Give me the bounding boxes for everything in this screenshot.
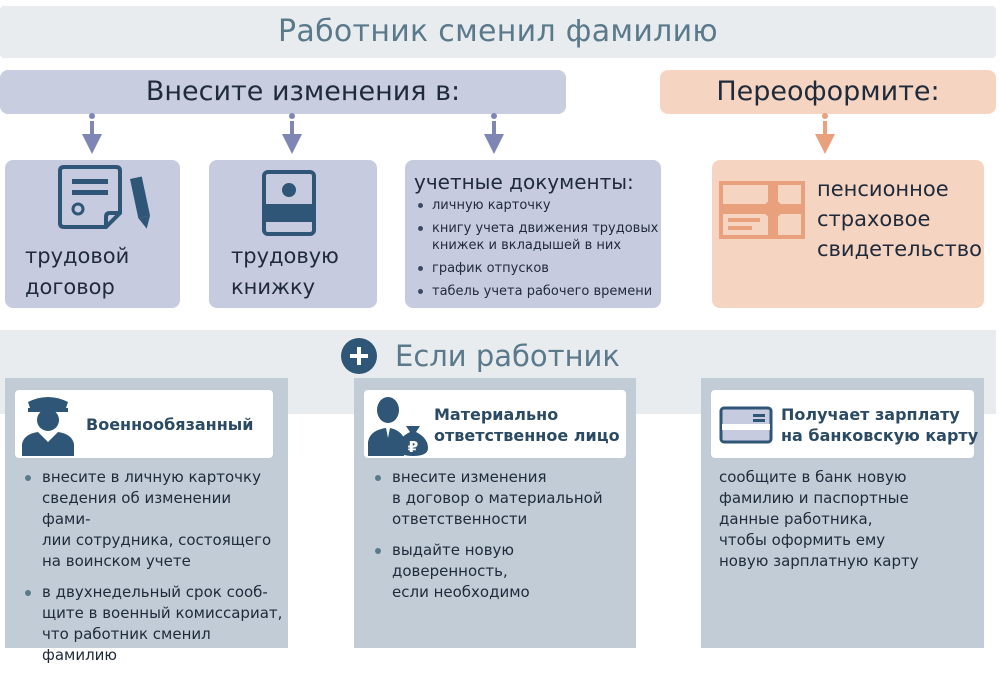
liable-title-1: Материально [434, 405, 559, 424]
accounting-list: личную карточку книгу учета движения тру… [414, 197, 659, 306]
arrow-down-icon [815, 113, 835, 154]
military-title: Военнообязанный [86, 415, 254, 434]
liable-title-2: ответственное лицо [434, 426, 620, 445]
military-item-line: что работник сменил фамилию [42, 625, 211, 664]
pension-label-1: пенсионное [817, 177, 949, 201]
contract-label-2: договор [25, 275, 115, 299]
lower-title: Если работник [395, 339, 620, 373]
arrow-down-icon [82, 113, 102, 154]
left-header: Внесите изменения в: [145, 76, 461, 107]
bank-card-line: новую зарплатную карту [719, 552, 919, 570]
pension-label-2: страховое [817, 207, 931, 231]
bank-card-icon [719, 406, 773, 444]
military-item-line: щите в военный комиссариат, [42, 604, 283, 622]
accounting-item: книгу учета движения трудовых [414, 220, 659, 237]
certificate-icon [719, 181, 805, 239]
accounting-title: учетные документы: [414, 170, 634, 194]
soldier-icon [22, 397, 74, 456]
right-header: Переоформите: [716, 76, 940, 107]
military-item: внесите в личную карточку сведения об из… [22, 467, 284, 572]
military-item-line: в двухнедельный срок сооб- [42, 583, 268, 601]
liable-item-line: выдайте новую доверенность, [392, 541, 515, 580]
person-money-bag-icon: ₽ [368, 397, 428, 456]
document-pen-icon [58, 165, 151, 229]
liable-item-line: в договор о материальной [392, 489, 603, 507]
bank-card-title-2: на банковскую карту [781, 426, 979, 445]
accounting-item: личную карточку [414, 197, 659, 214]
accounting-item: табель учета рабочего времени [414, 283, 659, 300]
pension-label-3: свидетельство [817, 237, 982, 261]
right-header-box [660, 70, 996, 114]
bank-card-line: данные работника, [719, 510, 873, 528]
contract-label-1: трудовой [25, 244, 130, 268]
svg-text:₽: ₽ [408, 438, 418, 456]
liable-list: внесите изменения в договор о материальн… [372, 467, 634, 613]
bank-card-text: сообщите в банк новую фамилию и паспортн… [719, 467, 974, 572]
liable-item-line: ответственности [392, 510, 528, 528]
military-item-line: внесите в личную карточку [42, 468, 261, 486]
workbook-label-1: трудовую [231, 244, 339, 268]
accounting-item-text: книжек и вкладышей в них [432, 238, 622, 253]
bank-card-line: чтобы оформить ему [719, 531, 886, 549]
plus-icon [341, 338, 377, 374]
military-item-line: лии сотрудника, состоящего [42, 531, 272, 549]
left-header-box [0, 70, 566, 114]
accounting-item-continued: книжек и вкладышей в них [414, 237, 659, 254]
bank-card-line: сообщите в банк новую [719, 468, 907, 486]
arrow-down-icon [282, 113, 302, 154]
military-item-line: на воинском учете [42, 552, 191, 570]
title-bar [0, 6, 996, 58]
military-item-line: сведения об изменении фами- [42, 489, 232, 528]
workbook-icon [262, 170, 316, 236]
liable-item: внесите изменения в договор о материальн… [372, 467, 634, 530]
liable-item-line: внесите изменения [392, 468, 547, 486]
page-title: Работник сменил фамилию [278, 14, 718, 49]
accounting-item: график отпусков [414, 260, 659, 277]
bank-card-line: фамилию и паспортные [719, 489, 909, 507]
liable-item-line: если необходимо [392, 583, 530, 601]
liable-item: выдайте новую доверенность, если необход… [372, 540, 634, 603]
bank-card-title-1: Получает зарплату [781, 405, 960, 424]
military-list: внесите в личную карточку сведения об из… [22, 467, 284, 676]
arrow-down-icon [484, 113, 504, 154]
accounting-card [405, 160, 661, 308]
military-item: в двухнедельный срок сооб- щите в военны… [22, 582, 284, 666]
workbook-label-2: книжку [231, 275, 316, 299]
